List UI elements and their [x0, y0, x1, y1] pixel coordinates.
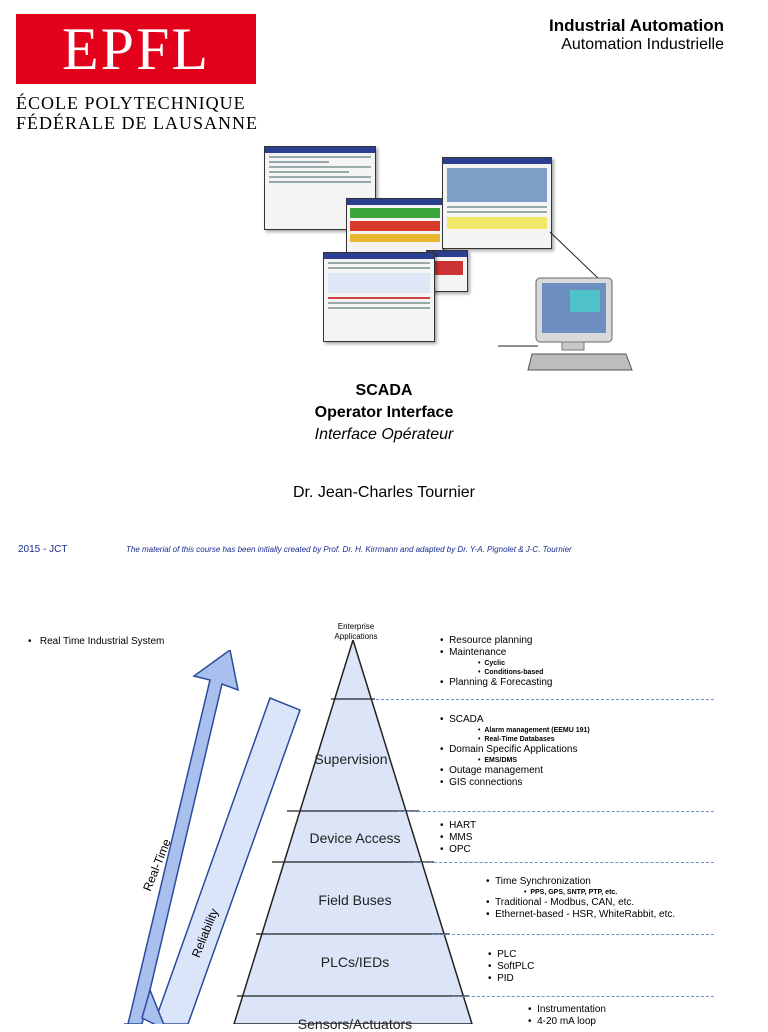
epfl-logo-mark: EPFL: [16, 14, 256, 84]
level-device-access: Device Access: [309, 830, 401, 846]
left-bullet: • Real Time Industrial System: [28, 636, 165, 647]
course-title-fr: Automation Industrielle: [561, 36, 724, 53]
arrows-graphic: [124, 650, 301, 1024]
device-access-bullets: • HART • MMS • OPC: [440, 820, 477, 855]
level-supervision: Supervision: [314, 751, 388, 767]
scada-screenshot-1: [264, 146, 376, 230]
school-name-line2: FÉDÉRALE DE LAUSANNE: [16, 113, 258, 133]
epfl-logo: EPFL ÉCOLE POLYTECHNIQUE FÉDÉRALE DE LAU…: [16, 14, 258, 133]
footer-year: 2015 - JCT: [18, 544, 68, 555]
monitor-icon: [498, 231, 633, 371]
separator: [414, 862, 714, 863]
footer-note: The material of this course has been ini…: [126, 545, 572, 554]
course-title: Industrial Automation Automation Industr…: [549, 16, 724, 54]
separator: [398, 811, 714, 812]
supervision-bullets: • SCADA • Alarm management (EEMU 191) • …: [440, 714, 590, 788]
separator: [432, 934, 714, 935]
scada-screenshot-2: [346, 198, 444, 258]
slide-subtitle-fr: Interface Opérateur: [314, 426, 454, 443]
realtime-arrow: [124, 650, 240, 1024]
separator: [376, 699, 714, 700]
course-title-en: Industrial Automation: [548, 16, 724, 35]
level-sensors-actuators: Sensors/Actuators: [297, 1016, 413, 1032]
pyramid: [233, 640, 473, 1024]
reliability-arrow: [153, 697, 301, 1024]
slide-title: SCADA Operator Interface: [314, 382, 454, 421]
separator: [452, 996, 714, 997]
enterprise-bullets: • Resource planning • Maintenance • Cycl…: [440, 635, 553, 688]
level-field-buses: Field Buses: [318, 892, 392, 908]
plc-bullets: • PLC • SoftPLC • PID: [488, 949, 535, 984]
level-plcs-ieds: PLCs/IEDs: [320, 954, 390, 970]
scada-screenshot-5: [323, 252, 435, 342]
author-name: Dr. Jean-Charles Tournier: [292, 484, 475, 501]
scada-screenshot-3: [442, 157, 552, 249]
sensor-bullets: • Instrumentation • 4-20 mA loop: [528, 1004, 606, 1027]
fieldbus-bullets: • Time Synchronization • PPS, GPS, SNTP,…: [486, 876, 676, 920]
school-name-line1: ÉCOLE POLYTECHNIQUE: [16, 93, 246, 113]
